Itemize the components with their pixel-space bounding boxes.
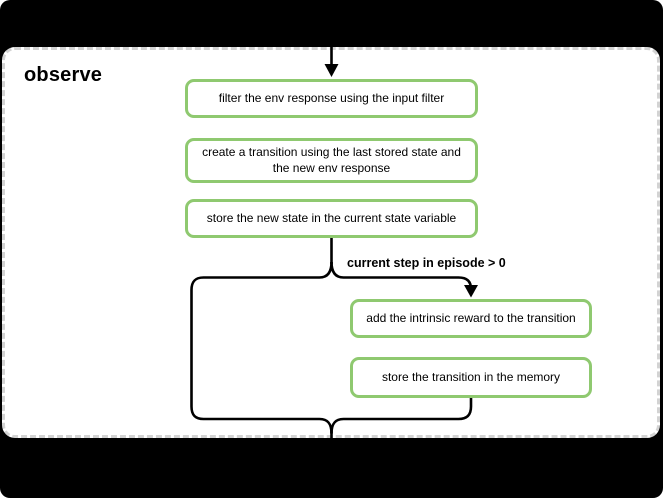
node-create-transition: create a transition using the last store… <box>185 138 478 183</box>
node-label: store the new state in the current state… <box>206 210 457 225</box>
node-label: create a transition using the last store… <box>202 144 461 175</box>
node-label: store the transition in the memory <box>381 369 561 384</box>
node-store-transition-memory: store the transition in the memory <box>350 357 592 398</box>
condition-label: current step in episode > 0 <box>347 256 506 270</box>
node-filter-env-response: filter the env response using the input … <box>185 79 478 118</box>
node-store-new-state: store the new state in the current state… <box>185 199 478 238</box>
node-add-intrinsic-reward: add the intrinsic reward to the transiti… <box>350 299 592 338</box>
node-label: filter the env response using the input … <box>218 90 445 105</box>
node-label: add the intrinsic reward to the transiti… <box>366 310 576 325</box>
diagram-title: observe <box>24 64 103 86</box>
